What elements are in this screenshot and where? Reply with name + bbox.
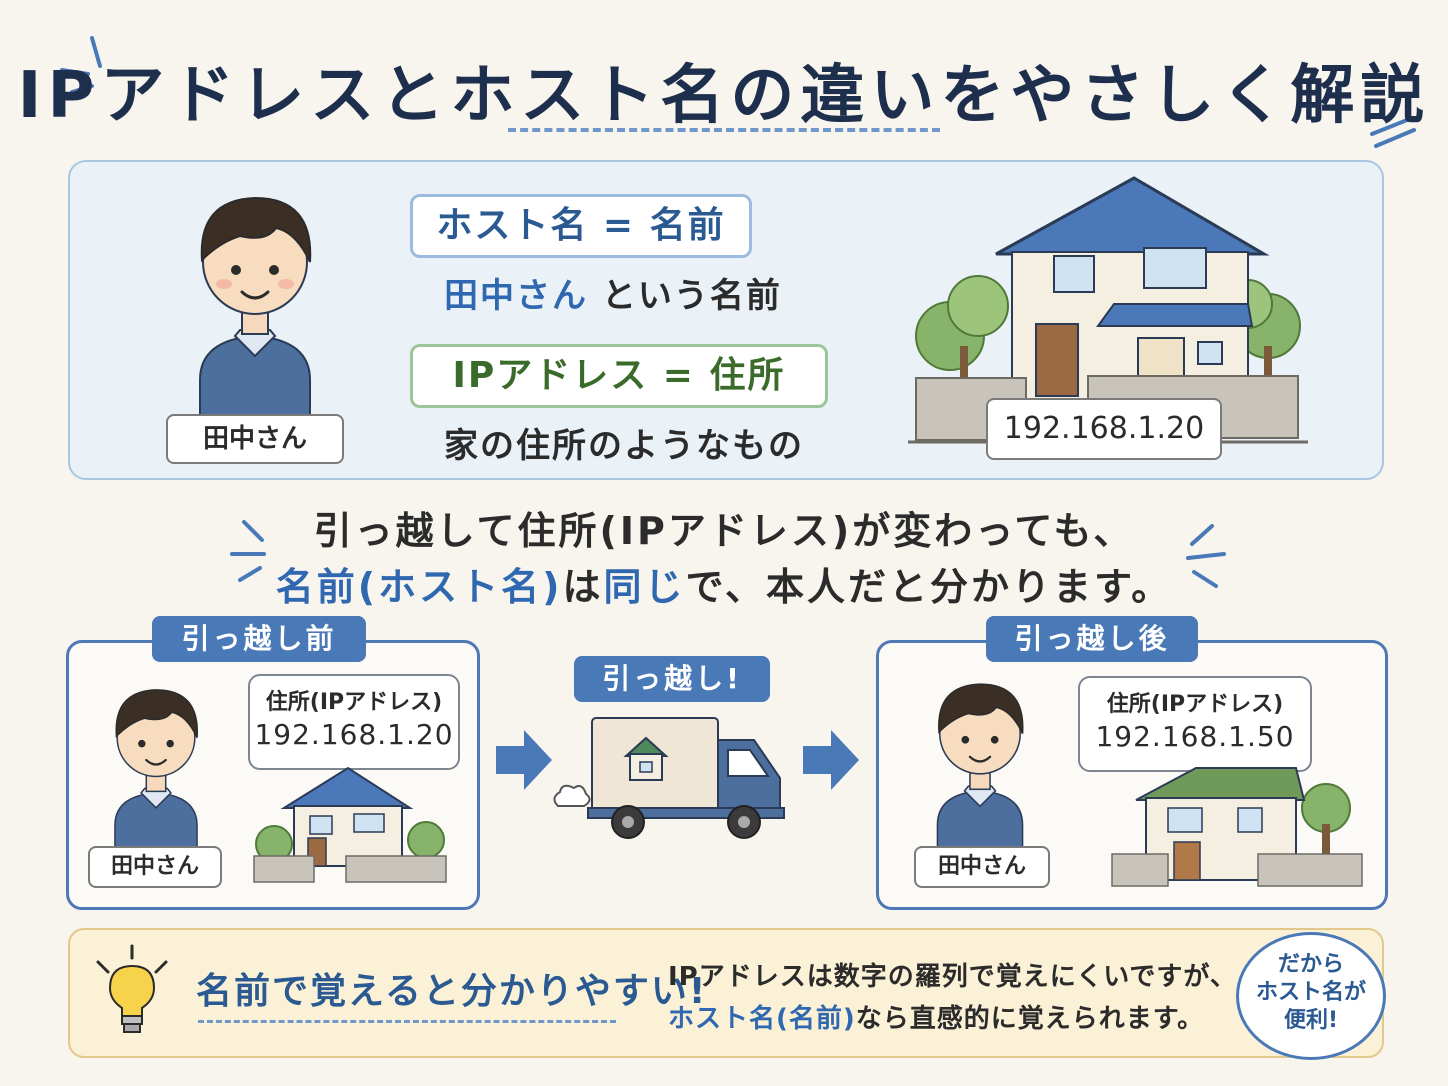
badge-line2: ホスト名が (1255, 980, 1366, 1005)
person-name-label: 田中さん (166, 414, 344, 464)
tip-panel (68, 928, 1384, 1058)
hostname-example-desc: という名前 (601, 276, 782, 316)
ip-equals-address-pill: IPアドレス = 住所 (410, 344, 828, 408)
before-address-bubble: 住所(IPアドレス) 192.168.1.20 (248, 674, 460, 770)
lightbulb-icon (96, 944, 168, 1033)
title-part1: IPアドレスと (17, 59, 451, 133)
before-house-illustration (253, 766, 447, 883)
tip-heading: 名前で覚えると分かりやすい! (196, 971, 708, 1012)
after-address-value: 192.168.1.50 (1095, 720, 1295, 753)
title-part2: ホスト名 (450, 59, 731, 133)
title-sparkle-left-icon (60, 36, 102, 94)
conclusion-badge: だから ホスト名が 便利! (1236, 932, 1386, 1060)
title-part3: の違いをやさしく解説 (730, 59, 1431, 133)
explanation-hostname: 名前(ホスト名) (275, 565, 563, 609)
tip-text-line1: IPアドレスは数字の羅列で覚えにくいですが、 (668, 962, 1237, 992)
after-address-bubble: 住所(IPアドレス) 192.168.1.50 (1078, 676, 1312, 772)
moving-truck-illustration (553, 717, 785, 839)
tip-hostname: ホスト名(名前) (668, 1004, 856, 1034)
message-sparkle-right-icon (1186, 524, 1226, 588)
after-move-tab: 引っ越し後 (986, 616, 1198, 662)
tip-text-rest: なら直感的に覚えられます。 (855, 1004, 1205, 1034)
house-illustration (908, 176, 1308, 444)
tanaka-person-illustration (199, 196, 312, 420)
arrow-right-icon (803, 730, 859, 790)
before-address-heading: 住所(IPアドレス) (265, 690, 443, 715)
after-address-heading: 住所(IPアドレス) (1106, 692, 1284, 717)
explanation-line2: 名前(ホスト名)は同じで、本人だと分かります。 (0, 556, 1448, 611)
before-address-value: 192.168.1.20 (254, 718, 454, 751)
message-sparkle-left-icon (230, 520, 266, 582)
after-house-illustration (1111, 767, 1363, 887)
hostname-example-name: 田中さん (444, 276, 588, 316)
tip-underline (198, 1020, 616, 1023)
explanation-same: 同じ (603, 565, 686, 609)
explanation-mid: は (562, 565, 604, 609)
before-person-label: 田中さん (88, 846, 222, 888)
explanation-rest: で、本人だと分かります。 (685, 565, 1173, 609)
moving-tab: 引っ越し! (574, 656, 770, 702)
title-underline (508, 128, 940, 132)
after-person-illustration (936, 683, 1024, 856)
hostname-example: 田中さん という名前 (444, 268, 782, 317)
title-sparkle-right-icon (1370, 116, 1416, 148)
arrow-right-icon (496, 730, 552, 790)
explanation-line1: 引っ越して住所(IPアドレス)が変わっても、 (313, 509, 1135, 553)
badge-line1: だから (1277, 952, 1344, 977)
house-ip-address-label: 192.168.1.20 (986, 398, 1222, 460)
before-move-tab: 引っ越し前 (152, 616, 366, 662)
tip-text-line2: ホスト名(名前)なら直感的に覚えられます。 (668, 998, 1204, 1035)
hostname-equals-name-pill: ホスト名 = 名前 (410, 194, 752, 258)
page-title: IPアドレスとホスト名の違いをやさしく解説 (0, 44, 1448, 136)
after-person-label: 田中さん (914, 846, 1050, 888)
badge-line3: 便利! (1283, 1008, 1339, 1033)
ip-description: 家の住所のようなもの (444, 426, 804, 466)
before-person-illustration (114, 689, 198, 856)
